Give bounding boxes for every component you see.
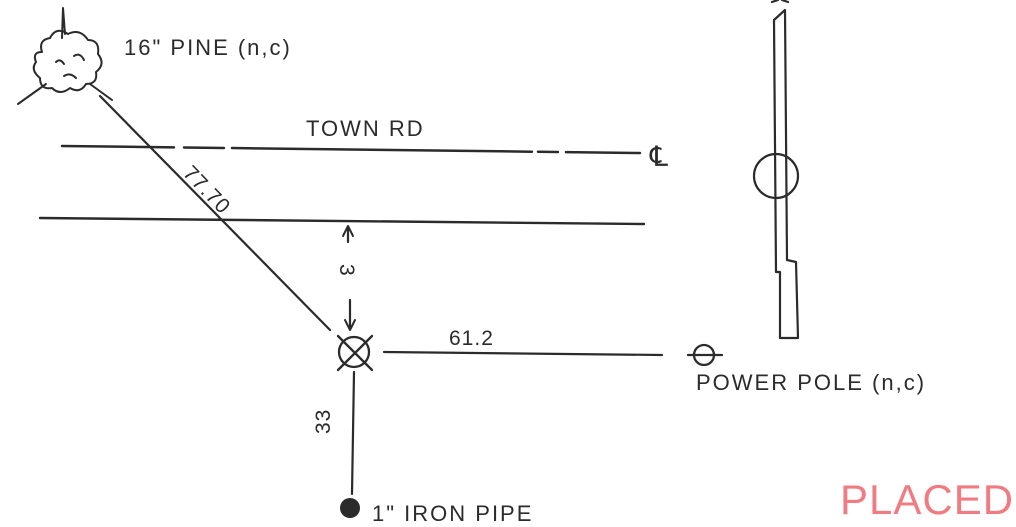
arrow-up-icon	[342, 225, 354, 237]
north-arrow-icon	[752, 0, 800, 340]
centerline-symbol: ℄	[649, 141, 668, 172]
pine-label: 16" PINE (n,c)	[124, 35, 292, 60]
pipe-distance-label: 33	[312, 409, 335, 434]
iron-pipe-label: 1" IRON PIPE	[372, 501, 533, 526]
pine-tie-line	[98, 94, 332, 332]
pine-tree-icon	[17, 7, 113, 105]
power-pole-icon	[686, 343, 724, 367]
pipe-tie-line	[350, 370, 356, 496]
iron-pipe-icon	[340, 498, 360, 518]
road-centerline	[60, 144, 642, 155]
road-offset-label: 3	[335, 264, 358, 277]
road-label: TOWN RD	[306, 116, 425, 141]
road-edge-line	[38, 216, 646, 226]
pine-distance-label: 77.70	[178, 161, 235, 218]
placed-stamp: PLACED	[840, 476, 1014, 523]
stake-marker-icon	[336, 334, 374, 372]
pole-tie-line	[382, 350, 664, 357]
arrow-down-icon	[344, 319, 356, 331]
pole-distance-label: 61.2	[449, 327, 494, 350]
power-pole-label: POWER POLE (n,c)	[696, 370, 926, 395]
